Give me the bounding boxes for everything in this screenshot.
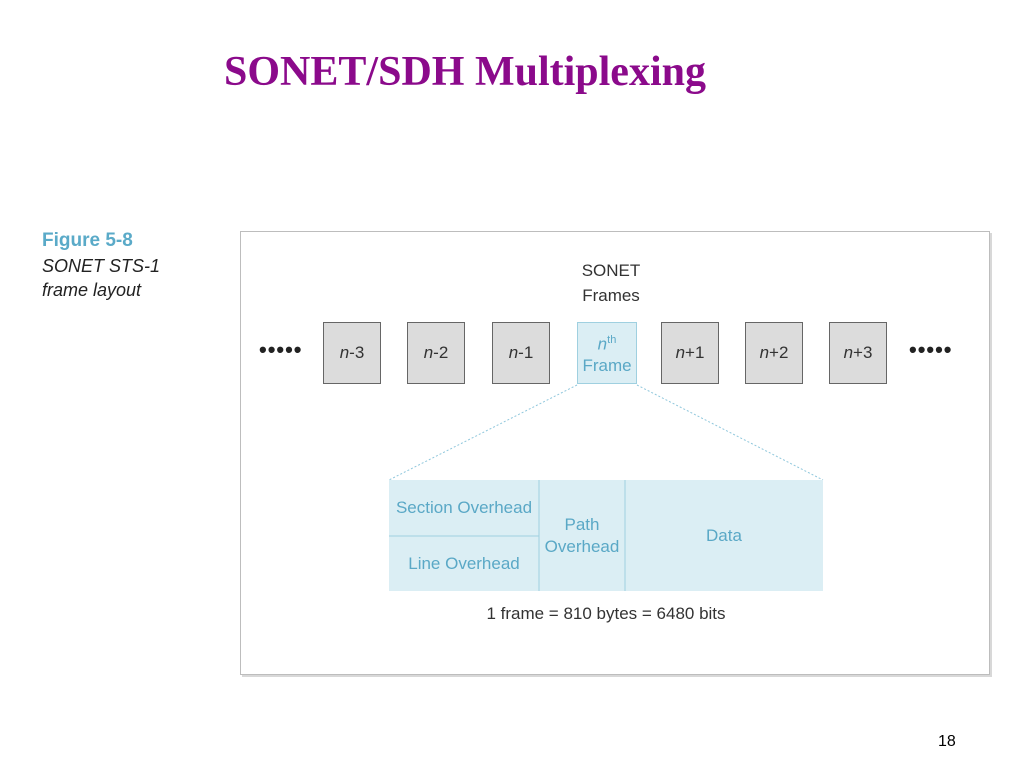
path-overhead-cell: Path Overhead bbox=[544, 514, 620, 556]
frame-n-plus-1: n+1 bbox=[661, 322, 719, 384]
frame-n-plus-3: n+3 bbox=[829, 322, 887, 384]
detail-dividers bbox=[389, 480, 626, 591]
figure-frame: SONET Frames ••••• n-3 n-2 n-1 nth Frame… bbox=[240, 231, 990, 675]
data-cell: Data bbox=[706, 525, 742, 545]
frame-n-minus-2: n-2 bbox=[407, 322, 465, 384]
frame-n-minus-1: n-1 bbox=[492, 322, 550, 384]
frame-detail: Section Overhead Line Overhead Path Over… bbox=[389, 480, 823, 591]
diagram-lines bbox=[388, 384, 824, 481]
line-overhead-cell: Line Overhead bbox=[408, 553, 520, 573]
expansion-line-right bbox=[636, 384, 824, 481]
figure-number: Figure 5-8 bbox=[42, 230, 133, 251]
page-number: 18 bbox=[938, 733, 956, 750]
ellipsis-left: ••••• bbox=[259, 337, 303, 362]
sonet-frames-label: SONET Frames bbox=[581, 261, 641, 305]
figure-caption-text: SONET STS-1 frame layout bbox=[42, 256, 161, 300]
frame-n-minus-3: n-3 bbox=[323, 322, 381, 384]
expansion-line-left bbox=[388, 384, 578, 481]
slide-title: SONET/SDH Multiplexing bbox=[224, 49, 706, 95]
frame-n-plus-2: n+2 bbox=[745, 322, 803, 384]
frame-nth: nth Frame bbox=[577, 322, 637, 384]
section-overhead-cell: Section Overhead bbox=[395, 498, 533, 517]
frame-size-label: 1 frame = 810 bytes = 6480 bits bbox=[486, 604, 726, 623]
figure-caption: Figure 5-8 SONET STS-1 frame layout bbox=[42, 228, 182, 302]
ellipsis-right: ••••• bbox=[909, 337, 953, 362]
